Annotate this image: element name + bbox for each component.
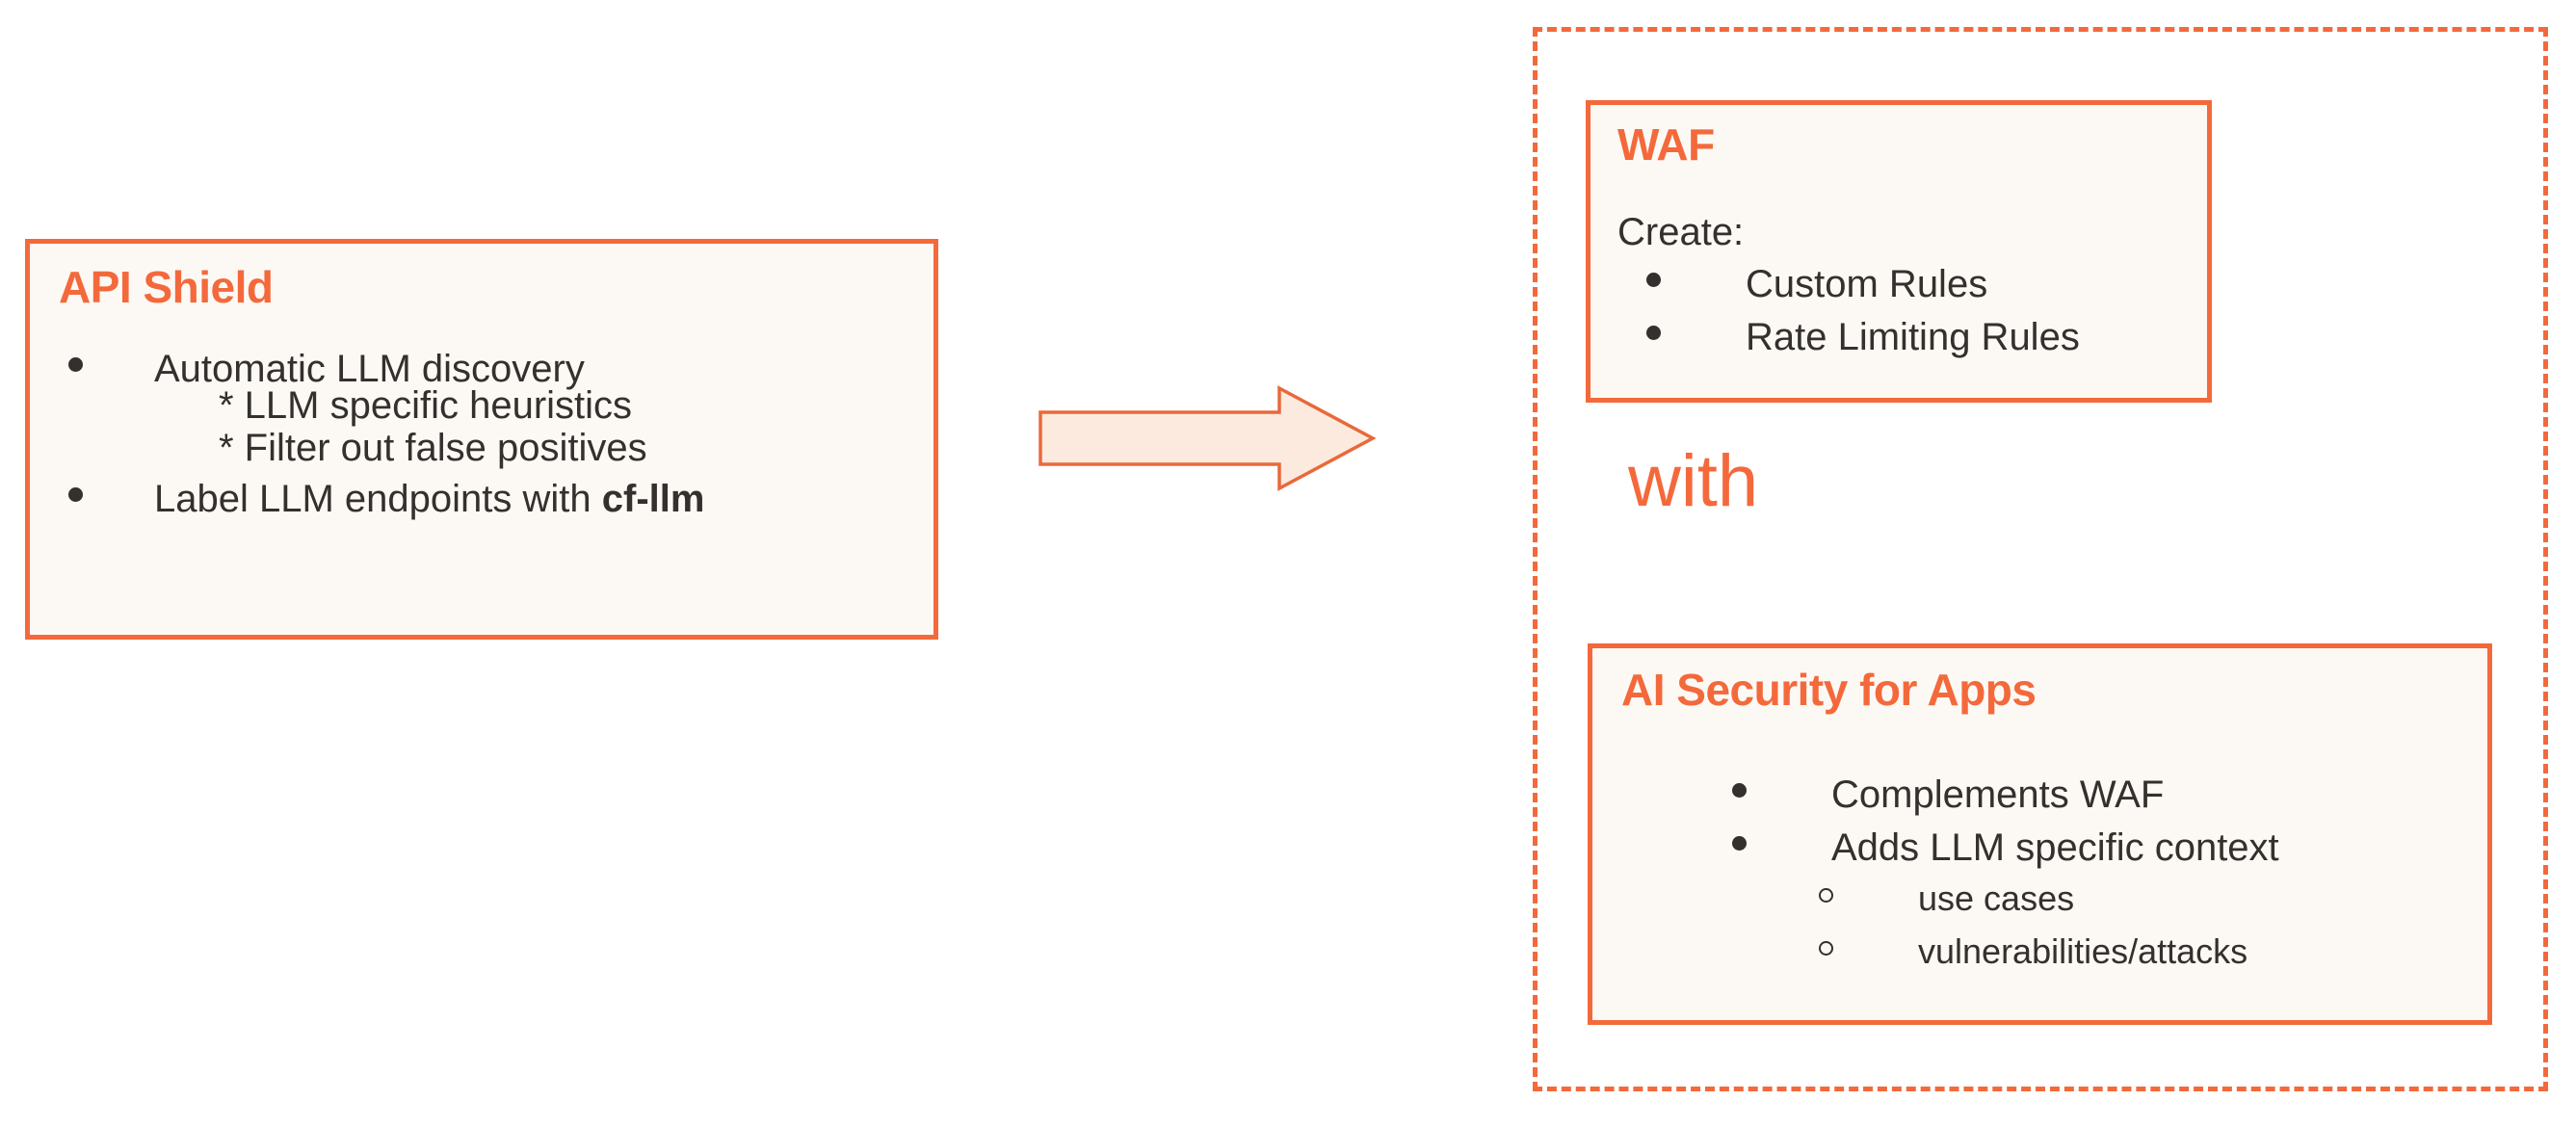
hollow-bullet-icon bbox=[1819, 888, 1833, 903]
ai-security-bullet-2: Adds LLM specific context bbox=[1732, 828, 2279, 867]
waf-card: WAF Create: Custom Rules Rate Limiting R… bbox=[1586, 100, 2212, 403]
ai-security-bullet-1-label: Complements WAF bbox=[1831, 773, 2165, 816]
api-shield-bullet-1-label: Automatic LLM discovery bbox=[154, 348, 585, 390]
ai-security-bullet-2-label: Adds LLM specific context bbox=[1831, 826, 2279, 869]
filled-bullet-icon bbox=[68, 357, 83, 372]
ai-security-for-apps-card: AI Security for Apps Complements WAF Add… bbox=[1588, 643, 2492, 1025]
connector-with-label: with bbox=[1628, 440, 1759, 522]
waf-title: WAF bbox=[1617, 119, 1715, 170]
right-arrow-icon bbox=[1038, 385, 1376, 491]
waf-bullet-2-label: Rate Limiting Rules bbox=[1746, 316, 2080, 358]
ai-security-bullet-1: Complements WAF bbox=[1732, 775, 2164, 814]
waf-bullet-2: Rate Limiting Rules bbox=[1646, 318, 2080, 356]
grouping-dashed-container bbox=[1533, 27, 2548, 1091]
ai-security-subitem-1: use cases bbox=[1819, 881, 2074, 916]
api-shield-bullet-2: Label LLM endpoints with cf-llm bbox=[68, 480, 704, 518]
filled-bullet-icon bbox=[1732, 836, 1747, 851]
filled-bullet-icon bbox=[1646, 326, 1661, 340]
filled-bullet-icon bbox=[1732, 783, 1747, 798]
waf-bullet-1-label: Custom Rules bbox=[1746, 263, 1988, 305]
hollow-bullet-icon bbox=[1819, 941, 1833, 956]
cf-llm-label: cf-llm bbox=[601, 478, 705, 520]
api-shield-bullet-1: Automatic LLM discovery bbox=[68, 350, 585, 388]
api-shield-bullet-2-label: Label LLM endpoints with cf-llm bbox=[154, 480, 704, 518]
ai-security-subitem-2: vulnerabilities/attacks bbox=[1819, 934, 2247, 969]
ai-security-subitem-2-label: vulnerabilities/attacks bbox=[1918, 931, 2248, 971]
waf-intro-label: Create: bbox=[1617, 211, 1745, 253]
ai-security-subitem-1-label: use cases bbox=[1918, 878, 2075, 918]
waf-bullet-1: Custom Rules bbox=[1646, 265, 1987, 303]
filled-bullet-icon bbox=[68, 487, 83, 502]
filled-bullet-icon bbox=[1646, 273, 1661, 287]
api-shield-card: API Shield Automatic LLM discovery * LLM… bbox=[25, 239, 938, 640]
api-shield-title: API Shield bbox=[59, 262, 274, 312]
api-shield-bullet-2-prefix: Label LLM endpoints with bbox=[154, 478, 602, 520]
api-shield-subitem-1: * LLM specific heuristics bbox=[219, 384, 633, 427]
ai-security-title: AI Security for Apps bbox=[1621, 665, 2037, 715]
api-shield-subitem-2: * Filter out false positives bbox=[219, 427, 647, 469]
